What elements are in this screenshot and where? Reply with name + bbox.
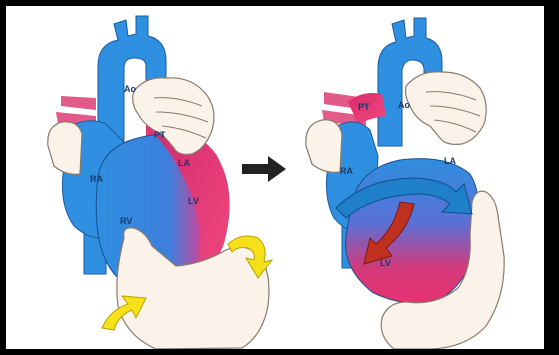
right-label-lv: LV: [380, 258, 391, 268]
left-label-lv: LV: [188, 196, 199, 206]
right-label-ao: Ao: [398, 100, 410, 110]
figure-canvas: Ao PT LA RA RV LV: [6, 6, 544, 349]
left-label-rv: RV: [120, 216, 132, 226]
left-side-hand: [48, 122, 82, 175]
right-label-la: LA: [444, 156, 456, 166]
left-label-ao: Ao: [124, 84, 136, 94]
right-top-hand: [406, 72, 487, 145]
right-label-pt: PT: [358, 102, 370, 112]
right-label-ra: RA: [340, 166, 353, 176]
left-label-pt: PT: [154, 130, 166, 140]
left-label-ra: RA: [90, 174, 103, 184]
left-label-la: LA: [178, 158, 190, 168]
heart-rotation-diagram: Ao PT LA RA RV LV: [6, 6, 544, 349]
left-heart: Ao PT LA RA RV LV: [48, 16, 269, 349]
transition-arrow: [242, 156, 286, 182]
right-side-hand: [306, 120, 342, 173]
